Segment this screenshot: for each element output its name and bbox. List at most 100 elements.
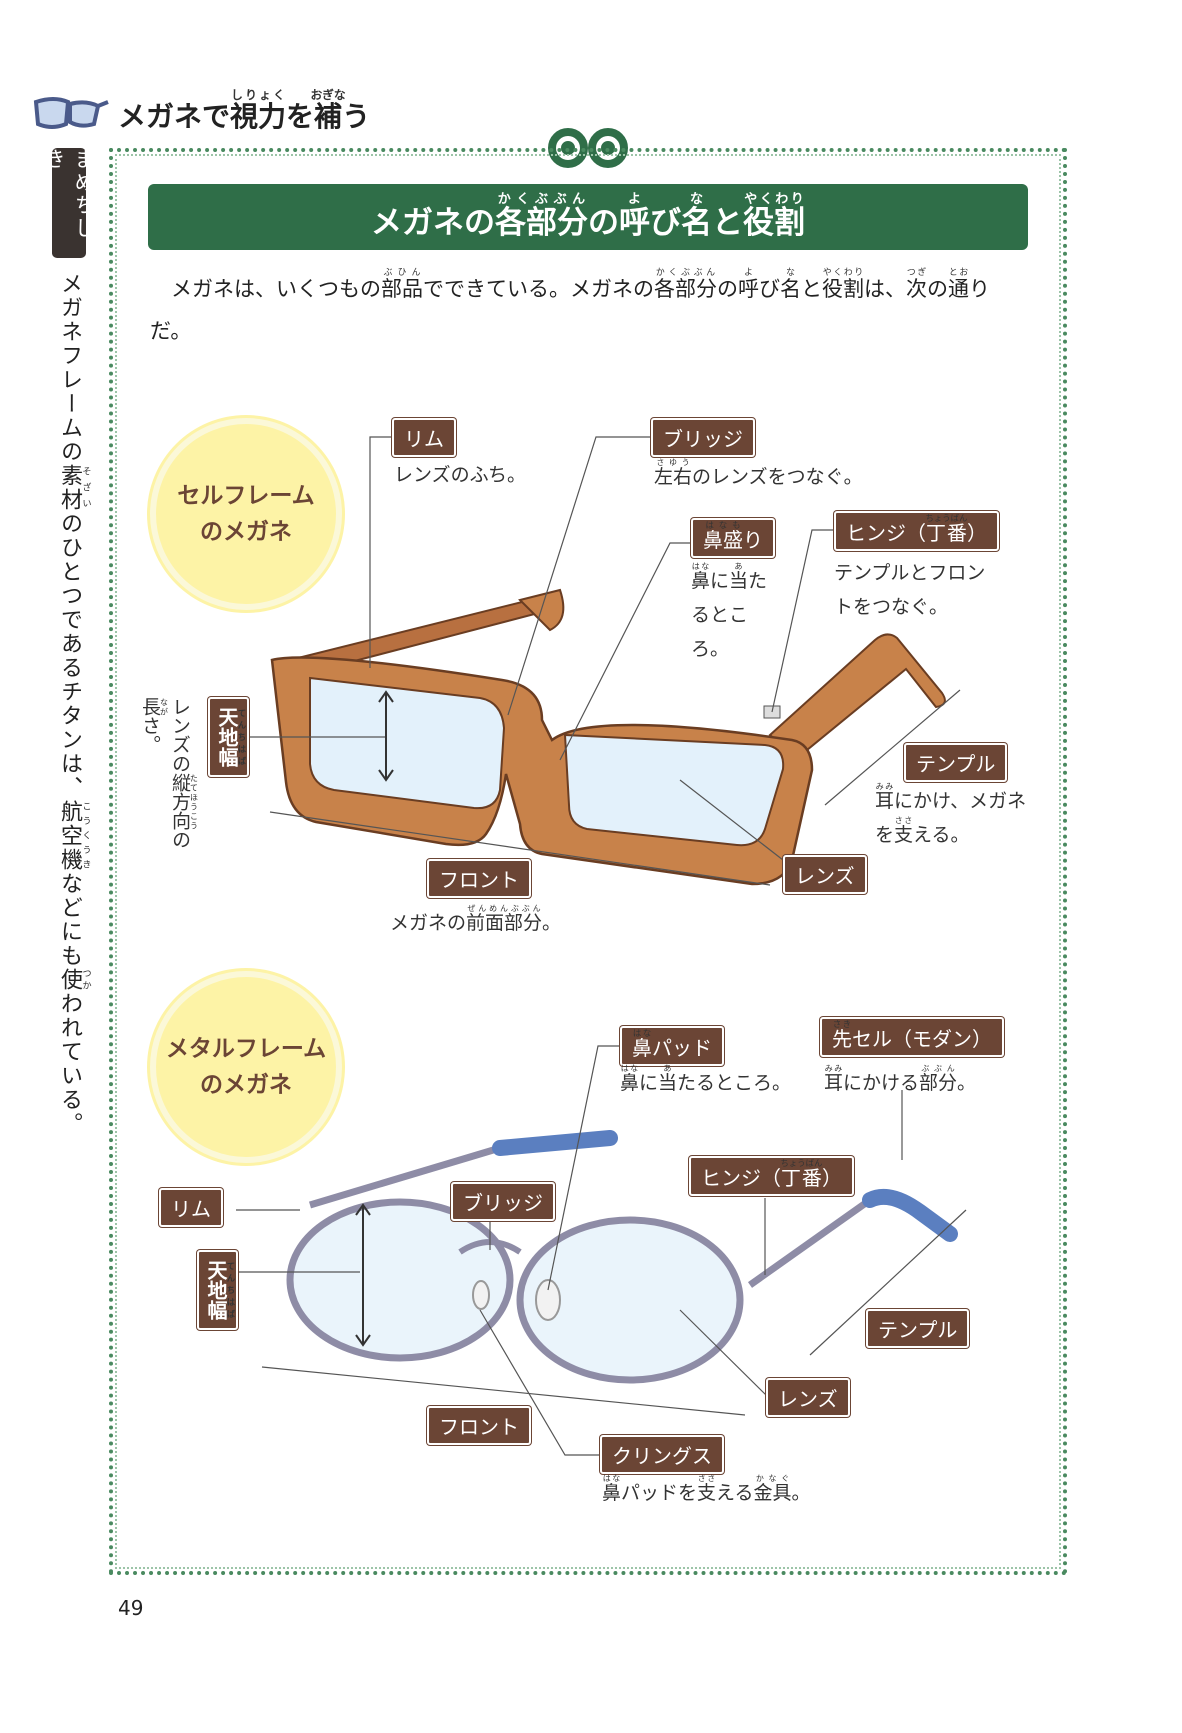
desc-temple: 耳みみにかけ、メガネを支ささえる。 bbox=[875, 782, 1035, 852]
furigana: つか bbox=[80, 968, 91, 992]
text-segment: などにも bbox=[57, 872, 82, 968]
furigana: はな bbox=[691, 562, 711, 571]
text-segment: にかけ、メガネを bbox=[875, 790, 1027, 846]
text-segment: にかける bbox=[843, 1072, 920, 1094]
furigana: やくわり bbox=[822, 268, 864, 278]
furigana: みみ bbox=[824, 1064, 844, 1073]
page-header-title: メガネで視力しりょくを補おぎなう bbox=[118, 88, 370, 135]
text-segment: ヒンジ（ bbox=[846, 521, 926, 545]
furigana: あ bbox=[658, 1064, 678, 1073]
desc-height: レンズの縦方向たてほうこうの長ながさ。 bbox=[135, 697, 199, 857]
desc-bridge: 左右さゆうのレンズをつなぐ。 bbox=[654, 458, 863, 494]
furigana: こうくうき bbox=[80, 800, 91, 872]
furigana: かくぶぶん bbox=[654, 268, 717, 278]
furigana-word: 部分ぶぶん bbox=[919, 1064, 958, 1094]
furigana-word: 各部分かくぶぶん bbox=[495, 192, 588, 241]
furigana: やくわり bbox=[743, 192, 805, 207]
label-bridge: ブリッジ bbox=[651, 418, 755, 457]
metal-frame-glasses-illustration bbox=[286, 1130, 958, 1384]
furigana: つぎ bbox=[906, 268, 927, 278]
furigana-word: 耳みみ bbox=[824, 1064, 844, 1094]
furigana-word: 素材そざい bbox=[57, 464, 91, 512]
text-segment: メガネの bbox=[390, 912, 467, 934]
text-segment: クリングス bbox=[612, 1444, 712, 1468]
text-segment: 。 bbox=[957, 1072, 977, 1094]
label-nose: 鼻盛はなもり bbox=[691, 518, 775, 558]
text-segment: の bbox=[927, 277, 948, 301]
text-segment: さ。 bbox=[139, 716, 161, 754]
furigana: てんちはば bbox=[226, 1260, 236, 1320]
text-segment: フロント bbox=[439, 1415, 519, 1439]
furigana-word: 当あ bbox=[729, 562, 749, 592]
section-banner: メガネの各部分かくぶぶんの呼よび名なと役割やくわり bbox=[148, 184, 1028, 250]
content-frame bbox=[109, 148, 1067, 1575]
text-segment: りだ。 bbox=[150, 277, 990, 343]
text-segment: レンズ bbox=[795, 864, 855, 888]
furigana: なが bbox=[159, 697, 169, 716]
text-segment: に bbox=[639, 1072, 659, 1094]
furigana: てんちはば bbox=[237, 707, 247, 767]
label-height: 天地幅てんちはば bbox=[208, 697, 249, 777]
furigana: とお bbox=[948, 268, 969, 278]
furigana: みみ bbox=[875, 782, 895, 791]
furigana: ぶぶん bbox=[919, 1064, 958, 1073]
desc-front: メガネの前面部分ぜんめんぶぶん。 bbox=[390, 904, 561, 940]
label-rim: リム bbox=[392, 418, 456, 457]
furigana: はな bbox=[632, 1028, 652, 1038]
furigana-word: 前面部分ぜんめんぶぶん bbox=[466, 904, 543, 934]
text-segment: でできている。メガネの bbox=[423, 277, 654, 301]
furigana: ちょうばん bbox=[925, 513, 968, 523]
circle-line: のメガネ bbox=[200, 519, 292, 545]
metal-frame-circle: メタルフレームのメガネ bbox=[150, 971, 342, 1163]
text-segment: テンプル bbox=[878, 1318, 958, 1342]
text-segment: パッド bbox=[652, 1036, 712, 1060]
label-lens: レンズ bbox=[766, 1378, 850, 1417]
text-segment: フロント bbox=[439, 868, 519, 892]
furigana-word: 鼻はな bbox=[632, 1028, 652, 1060]
metal-leader-lines bbox=[232, 1045, 967, 1456]
text-segment: リム bbox=[171, 1197, 211, 1221]
label-temple: テンプル bbox=[866, 1309, 970, 1348]
furigana-word: 鼻盛はなも bbox=[703, 520, 743, 552]
label-temple: テンプル bbox=[904, 743, 1008, 782]
furigana-word: 金具かなぐ bbox=[753, 1474, 792, 1504]
intro-paragraph: メガネは、いくつもの部品ぶひんでできている。メガネの各部分かくぶぶんの呼よび名な… bbox=[150, 268, 1030, 352]
label-nose-pad: 鼻はなパッド bbox=[620, 1026, 724, 1066]
text-segment: たるところ。 bbox=[691, 570, 768, 660]
text-segment: は、 bbox=[864, 277, 906, 301]
furigana-word: 名な bbox=[681, 192, 712, 241]
furigana: たてほうこう bbox=[189, 773, 199, 830]
text-segment: を bbox=[286, 100, 315, 133]
furigana-word: 左右さゆう bbox=[654, 458, 693, 488]
text-segment: える bbox=[716, 1482, 754, 1504]
text-segment: び bbox=[759, 277, 780, 301]
furigana: そざい bbox=[80, 464, 91, 512]
text-segment: メガネの bbox=[371, 205, 495, 241]
furigana-word: 当あ bbox=[658, 1064, 678, 1094]
furigana: はなも bbox=[703, 520, 743, 530]
text-segment: リム bbox=[404, 427, 444, 451]
text-segment: り bbox=[743, 528, 763, 552]
text-segment: われている。 bbox=[57, 992, 82, 1136]
furigana-word: 役割やくわり bbox=[743, 192, 805, 241]
furigana: さゆう bbox=[654, 458, 692, 467]
furigana: かくぶぶん bbox=[495, 192, 588, 207]
furigana: ささ bbox=[894, 816, 914, 825]
text-segment: 。 bbox=[542, 912, 562, 934]
furigana-word: 名な bbox=[780, 268, 801, 301]
text-segment: う bbox=[342, 100, 371, 133]
furigana-word: 次つぎ bbox=[906, 268, 927, 301]
label-clings: クリングス bbox=[600, 1435, 724, 1474]
furigana-word: 鼻はな bbox=[620, 1064, 640, 1094]
text-segment: メガネフレームの bbox=[57, 272, 82, 464]
cell-frame-glasses-illustration bbox=[270, 588, 946, 886]
text-segment: 。 bbox=[791, 1482, 811, 1504]
furigana: よ bbox=[738, 268, 759, 278]
label-bridge: ブリッジ bbox=[451, 1182, 555, 1221]
furigana: な bbox=[780, 268, 801, 278]
cell-frame-circle: セルフレームのメガネ bbox=[150, 418, 342, 610]
label-height: 天地幅てんちはば bbox=[197, 1250, 238, 1330]
text-segment: と bbox=[801, 277, 822, 301]
text-segment: の bbox=[169, 830, 191, 849]
